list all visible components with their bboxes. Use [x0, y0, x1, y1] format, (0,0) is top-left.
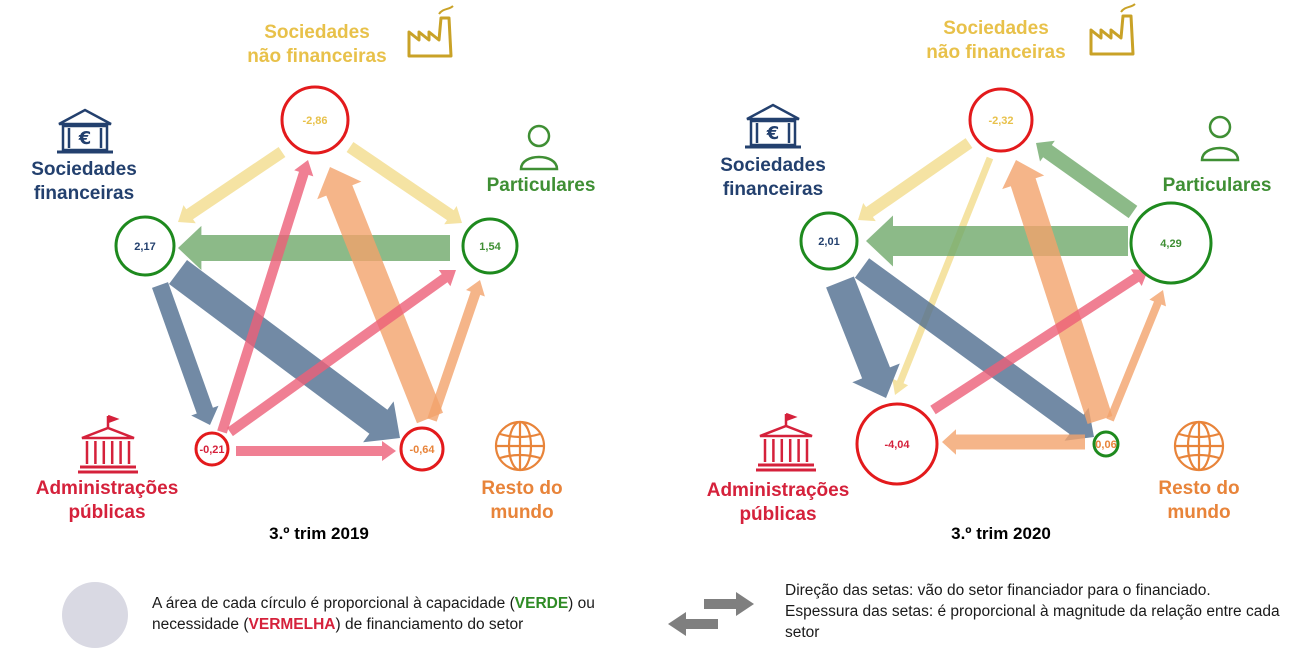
legend-double-arrow-icon [668, 592, 754, 636]
factory-icon [1089, 3, 1136, 56]
legend-arrow-explanation: Direção das setas: vão do setor financia… [785, 580, 1285, 643]
ap-circle [194, 431, 230, 467]
sf-value: 2,17 [134, 241, 155, 253]
factory-icon [407, 5, 454, 58]
snf-value: -2,32 [988, 115, 1013, 127]
arrow-snf-to-part [346, 142, 462, 225]
arrow-rm-to-part [1106, 290, 1166, 422]
arrow-ap-to-part [930, 269, 1148, 415]
svg-text:€: € [766, 123, 780, 144]
arrow-snf-to-sf [858, 138, 973, 222]
sf-value: 2,01 [818, 236, 839, 248]
arrow-part-to-sf [866, 215, 1128, 267]
person-icon [1200, 115, 1240, 162]
arrow-ap-to-rm [236, 441, 396, 461]
arrow-sf-to-rm [169, 260, 400, 443]
arrow-snf-to-sf [178, 147, 286, 224]
panel-caption: 3.º trim 2019 [269, 524, 369, 543]
snf-circle [280, 85, 350, 155]
arrow-sf-to-ap [826, 276, 900, 398]
panel-caption: 3.º trim 2020 [951, 524, 1051, 543]
part-value: 4,29 [1160, 238, 1181, 250]
arrow-part-to-sf [178, 225, 450, 271]
arrow-rm-to-snf [317, 167, 443, 424]
sector-label-part: Particulares [1163, 175, 1272, 196]
arrows-panel-2 [826, 138, 1166, 455]
sector-label-part: Particulares [487, 175, 596, 196]
snf-circle [968, 87, 1034, 153]
arrow-rm-to-ap [942, 429, 1085, 455]
government-building-icon [756, 412, 816, 472]
bank-euro-icon: € [57, 108, 113, 154]
legend-arrow-direction: Direção das setas: vão do setor financia… [785, 582, 1211, 599]
legend-red-word: VERMELHA [248, 616, 336, 633]
ap-value: -0,21 [199, 444, 224, 456]
bank-euro-icon: € [745, 103, 801, 149]
part-circle [1129, 201, 1213, 285]
government-building-icon [78, 414, 138, 474]
legend-circle-sample [62, 582, 128, 648]
svg-text:€: € [78, 128, 92, 149]
arrow-part-to-snf [1036, 140, 1138, 219]
legend-green-word: VERDE [514, 595, 569, 612]
snf-value: -2,86 [302, 115, 327, 127]
arrow-ap-to-snf [217, 160, 314, 434]
rm-value: 0,06 [1095, 439, 1116, 451]
arrow-rm-to-part [427, 280, 485, 422]
ap-value: -4,04 [884, 439, 910, 451]
legend-arrow-thickness: Espessura das setas: é proporcional à ma… [785, 603, 1280, 641]
globe-icon [1173, 420, 1225, 472]
ap-circle [855, 402, 939, 486]
rm-circle [399, 426, 445, 472]
arrows-panel-1 [152, 142, 485, 461]
arrow-sf-to-rm [854, 258, 1094, 441]
sf-circle [799, 211, 859, 271]
rm-circle [1092, 430, 1120, 458]
rm-value: -0,64 [409, 444, 435, 456]
arrow-sf-to-ap [152, 282, 219, 425]
arrow-ap-to-part [227, 270, 456, 437]
person-icon [519, 124, 559, 171]
legend-circle-explanation: A área de cada círculo é proporcional à … [152, 595, 595, 633]
globe-icon [494, 420, 546, 472]
part-circle [461, 217, 519, 275]
sf-circle [114, 215, 176, 277]
arrow-snf-to-ap [892, 156, 994, 395]
arrow-rm-to-snf [1002, 160, 1113, 424]
part-value: 1,54 [479, 241, 501, 253]
